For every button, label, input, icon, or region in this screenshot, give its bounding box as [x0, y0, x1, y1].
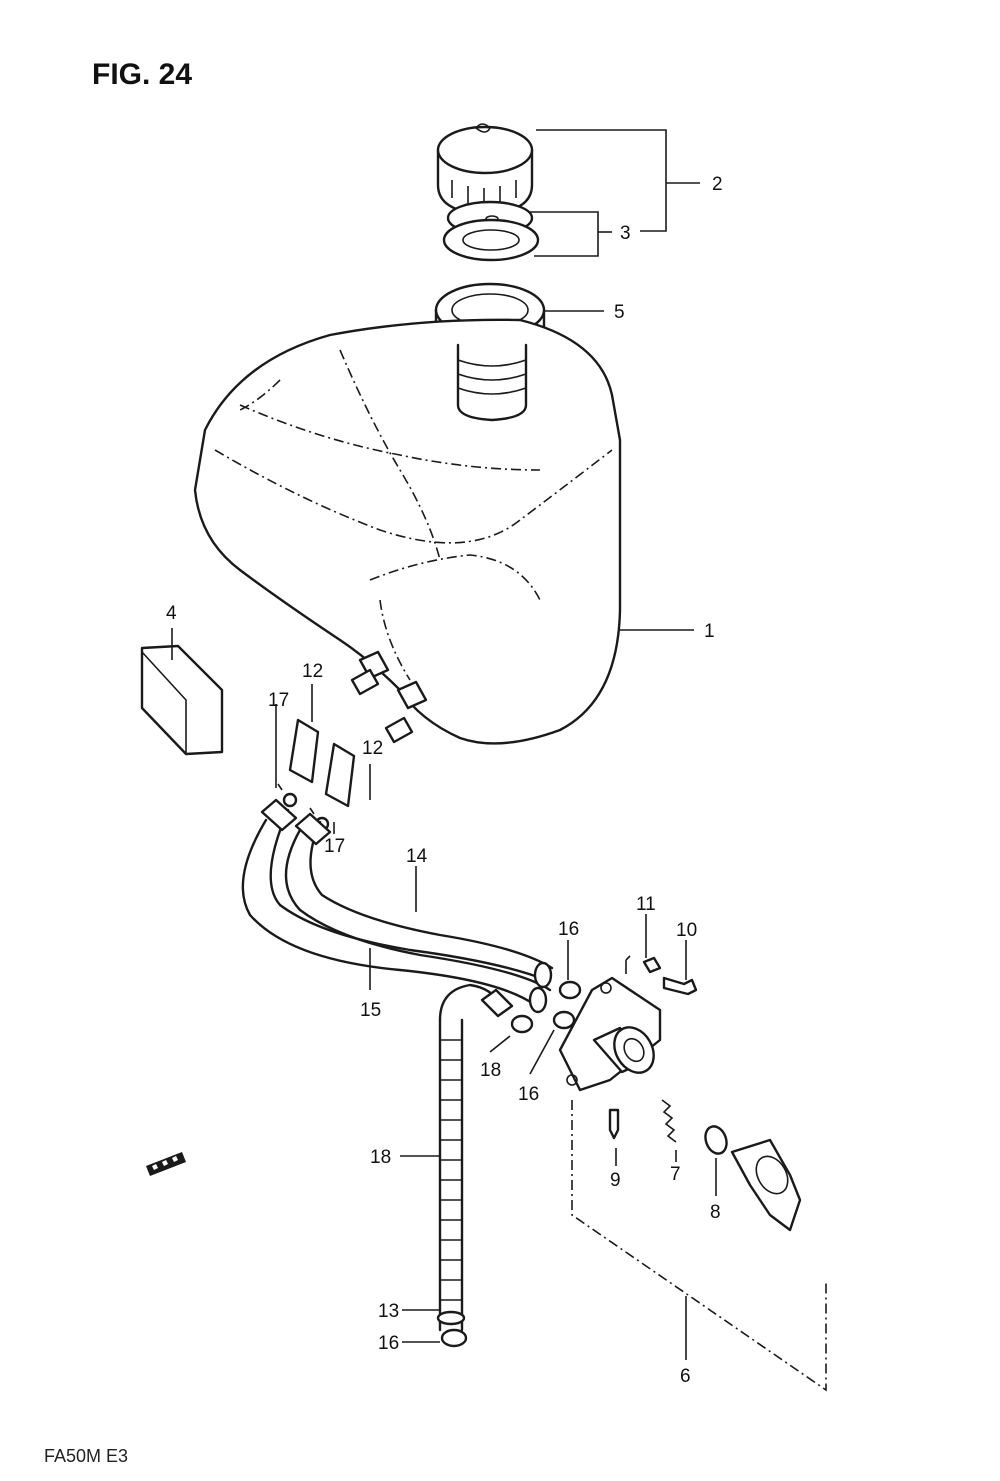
- callout-12-upper: 12: [302, 661, 323, 682]
- oil-tank: [193, 318, 622, 745]
- callout-3: 3: [620, 223, 631, 244]
- callout-16-lower: 16: [378, 1333, 399, 1354]
- callout-17-upper: 17: [268, 690, 289, 711]
- hose-clips: [277, 783, 330, 832]
- hose-clamps: [440, 980, 582, 1348]
- tank-cap-assembly: [434, 123, 546, 350]
- callout-18-lower: 18: [370, 1147, 391, 1168]
- callout-6: 6: [680, 1366, 691, 1387]
- callout-18-upper: 18: [480, 1060, 501, 1081]
- callout-9: 9: [610, 1170, 621, 1191]
- callout-11: 11: [636, 894, 656, 915]
- hose-joints: [288, 718, 356, 808]
- callout-1: 1: [704, 621, 715, 642]
- callout-16-middle: 16: [518, 1084, 539, 1105]
- cap-gaskets: [442, 200, 540, 262]
- label-plate: [140, 644, 224, 756]
- corrugated-hose: [436, 983, 514, 1332]
- callout-13: 13: [378, 1301, 399, 1322]
- callout-8: 8: [710, 1202, 721, 1223]
- leader-lines: [171, 129, 717, 1360]
- callout-2: 2: [712, 174, 723, 195]
- callout-16-upper: 16: [558, 919, 579, 940]
- small-stamp: [146, 1152, 186, 1176]
- callout-4: 4: [166, 603, 177, 624]
- callout-5: 5: [614, 302, 625, 323]
- callout-numbers: 2 3 5 1 4 12 17 12 17 14 15 16 11 10 18 …: [166, 174, 723, 1387]
- callout-15: 15: [360, 1000, 381, 1021]
- callout-12-lower: 12: [362, 738, 383, 759]
- callout-17-lower: 17: [324, 836, 345, 857]
- oil-cock-assembly: [558, 955, 827, 1392]
- tank-cap: [436, 123, 534, 216]
- callout-10: 10: [676, 920, 697, 941]
- figure-title: FIG. 24: [92, 58, 192, 91]
- callout-14: 14: [406, 846, 428, 867]
- oil-hoses: [241, 798, 554, 1014]
- callout-7: 7: [670, 1164, 681, 1185]
- model-code: FA50M E3: [44, 1446, 128, 1466]
